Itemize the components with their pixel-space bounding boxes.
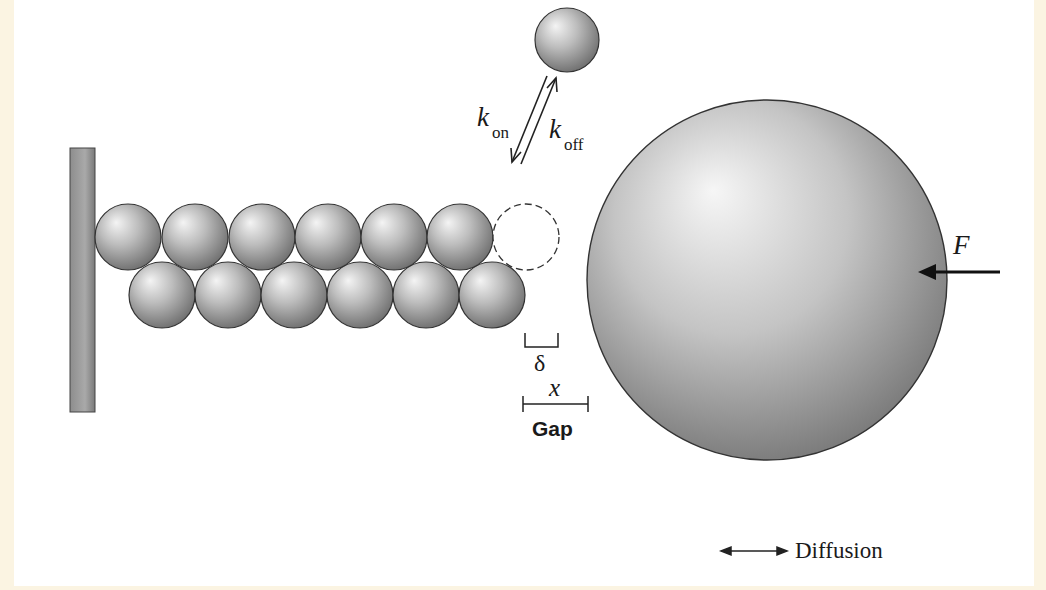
on-arrow bbox=[512, 76, 547, 162]
gap-label: Gap bbox=[532, 418, 573, 439]
rate-subscript: off bbox=[564, 136, 584, 153]
step-size-label: δ bbox=[534, 351, 545, 375]
binding-site bbox=[493, 204, 559, 270]
force-label: F bbox=[953, 232, 970, 259]
free-monomer bbox=[535, 8, 599, 72]
monomer bbox=[361, 204, 427, 270]
monomer bbox=[229, 204, 295, 270]
force-arrow-head bbox=[918, 264, 936, 280]
monomer bbox=[129, 262, 195, 328]
delta-bracket bbox=[525, 333, 558, 347]
monomer bbox=[427, 204, 493, 270]
wall bbox=[70, 148, 95, 412]
diffusion-arrow bbox=[721, 547, 787, 555]
force-arrow bbox=[930, 271, 1000, 274]
monomer bbox=[459, 262, 525, 328]
actin-filament bbox=[95, 204, 525, 328]
monomer bbox=[95, 204, 161, 270]
monomer bbox=[195, 262, 261, 328]
on-arrow-head bbox=[511, 148, 521, 162]
monomer bbox=[393, 262, 459, 328]
rate-symbol: k bbox=[477, 104, 489, 131]
rate-symbol: k bbox=[549, 116, 561, 143]
paper bbox=[14, 0, 1034, 586]
monomer bbox=[327, 262, 393, 328]
diffusion-label: Diffusion bbox=[795, 539, 883, 562]
off-arrow-head bbox=[547, 78, 557, 92]
rate-subscript: on bbox=[492, 124, 509, 141]
monomer bbox=[162, 204, 228, 270]
monomer bbox=[295, 204, 361, 270]
load-bead bbox=[587, 100, 947, 460]
monomer bbox=[261, 262, 327, 328]
gap-symbol: x bbox=[549, 375, 560, 400]
